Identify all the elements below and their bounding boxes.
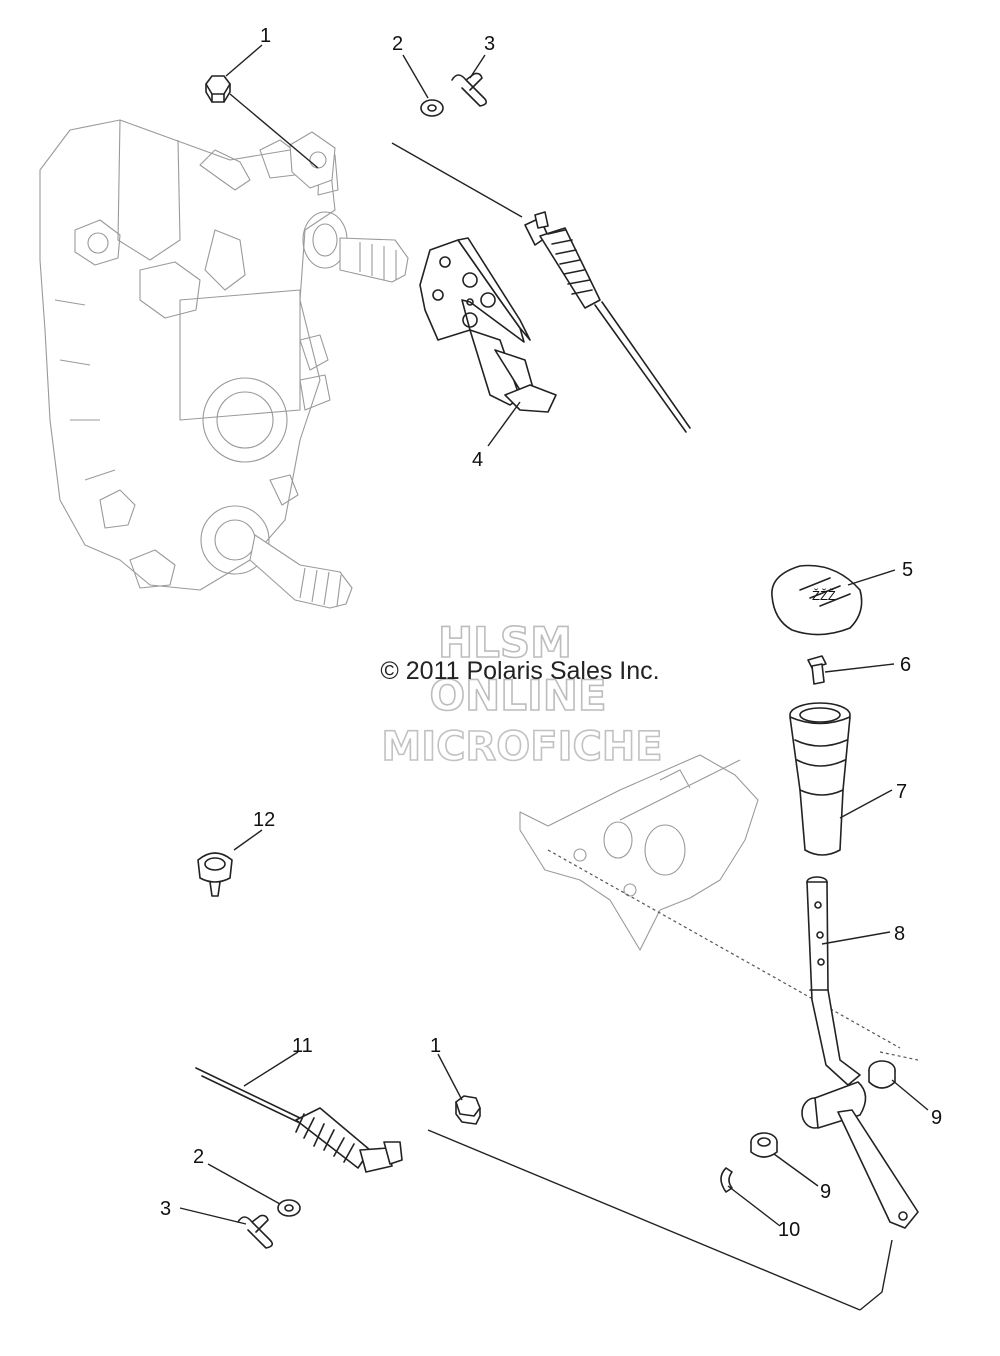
callout-12: 12 <box>253 809 275 831</box>
callout-10: 10 <box>778 1219 800 1241</box>
lever-bracket-ghost <box>519 754 759 951</box>
nut-item-1-top <box>205 75 231 103</box>
nut-item-1-bottom <box>455 1095 481 1125</box>
shift-knob-cap: ŽŽŽ <box>771 564 863 636</box>
e-clip-item-10 <box>720 1167 733 1193</box>
washer-item-2-bottom <box>277 1199 301 1217</box>
callout-11: 11 <box>292 1035 313 1057</box>
bushing-item-9-lower <box>750 1132 778 1158</box>
svg-text:ŽŽŽ: ŽŽŽ <box>812 588 836 603</box>
callout-6: 6 <box>900 654 911 676</box>
callout-1-top: 1 <box>260 25 271 47</box>
clip-item-3-top <box>451 72 488 107</box>
callout-2-bottom: 2 <box>193 1146 204 1168</box>
callout-5: 5 <box>902 559 913 581</box>
leader-lines <box>179 44 929 1227</box>
callout-7: 7 <box>896 781 907 803</box>
watermark-microfiche: MICROFICHE <box>381 724 662 770</box>
callout-9-lower: 9 <box>820 1181 831 1203</box>
screw-item-6 <box>807 655 827 685</box>
copyright-text: © 2011 Polaris Sales Inc. <box>380 657 659 685</box>
callout-4: 4 <box>472 449 483 471</box>
callout-1-bottom: 1 <box>430 1035 441 1057</box>
callout-2-top: 2 <box>392 33 403 55</box>
washer-item-2-top <box>420 99 444 117</box>
shift-cable-lower <box>195 1067 861 1311</box>
watermark-online: ONLINE <box>429 671 606 720</box>
shift-cable-upper <box>391 142 691 433</box>
callout-numbers: 1 2 3 4 5 6 7 8 9 9 10 11 12 1 2 3 <box>160 25 942 1241</box>
bracket-line <box>859 1239 893 1311</box>
cable-clip-item-12 <box>197 852 233 897</box>
shift-bracket <box>419 237 557 413</box>
shift-boot <box>789 702 851 856</box>
clip-item-3-bottom <box>237 1214 274 1249</box>
callout-8: 8 <box>894 923 905 945</box>
watermark-hlsm: HLSM <box>438 618 572 667</box>
shift-lever <box>547 849 919 1229</box>
callout-3-bottom: 3 <box>160 1198 171 1220</box>
watermark: HLSM ONLINE MICROFICHE <box>381 617 664 771</box>
callout-9-right: 9 <box>931 1107 942 1129</box>
callout-3-top: 3 <box>484 33 495 55</box>
transmission-housing <box>39 119 409 609</box>
